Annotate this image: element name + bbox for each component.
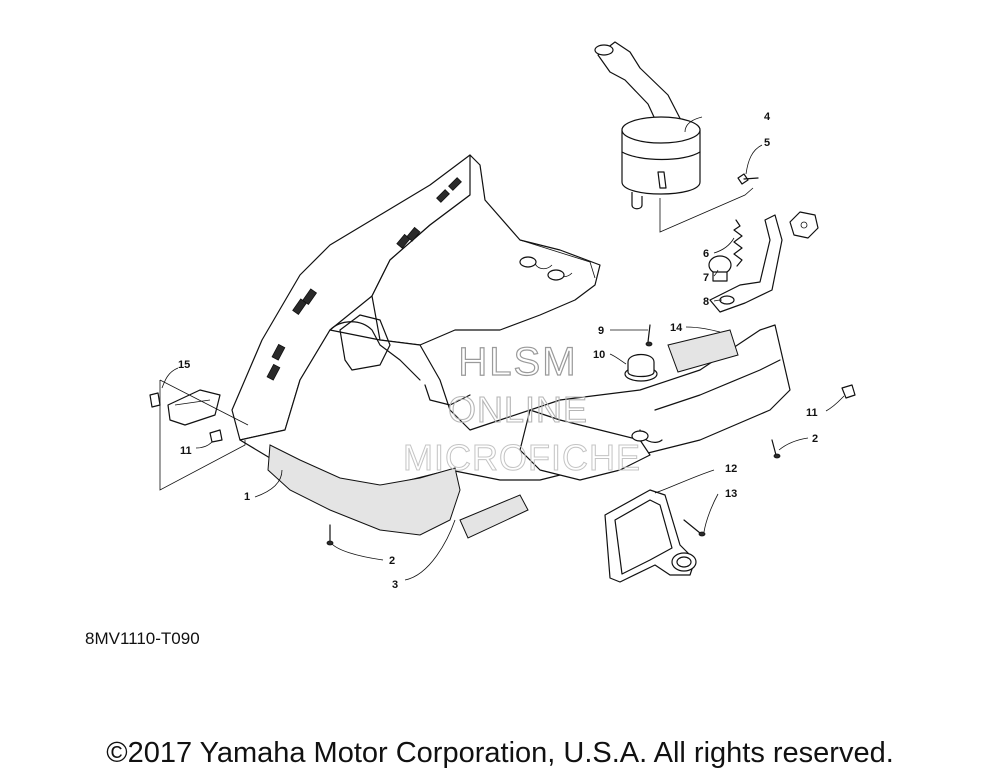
callout-11-left: 11 [180,445,192,457]
heat-shield-part-14 [667,329,739,373]
rubber-mount-part-7 [708,255,732,282]
grommet-part-10 [624,353,658,382]
spring-part-6 [733,219,743,267]
screw-part-11-left [209,429,223,443]
callout-11-right: 11 [806,407,818,419]
callout-14: 14 [670,322,683,334]
protector-plate-part-3 [459,494,529,539]
callout-3: 3 [392,579,398,591]
callout-8: 8 [703,296,709,308]
callout-5: 5 [764,137,770,149]
callout-10: 10 [593,349,605,361]
rivet-part-9 [645,324,653,347]
callout-13: 13 [725,488,737,500]
silencer-part-4 [594,41,701,210]
bracket-guide-lines [159,187,754,491]
callout-labels: 1 2 2 3 4 5 6 7 8 9 10 11 11 12 13 14 15 [178,111,818,591]
bracket-part-8 [709,214,783,313]
callout-2-bottom: 2 [389,555,395,567]
watermark-line-1: HLSM [458,340,577,384]
belly-pan-part-1 [231,154,791,536]
callout-9: 9 [598,325,604,337]
housing-part-12 [604,489,697,583]
callout-2-right: 2 [812,433,818,445]
watermark: HLSM ONLINE MICROFICHE [403,339,641,478]
callout-12: 12 [725,463,737,475]
leader-lines [161,116,845,581]
nut-part-5 [737,173,819,239]
copyright-notice: ©2017 Yamaha Motor Corporation, U.S.A. A… [106,737,894,769]
callout-4: 4 [764,111,771,123]
watermark-line-2: ONLINE [448,389,588,430]
bracket-part-15 [149,389,221,426]
callout-6: 6 [703,248,709,260]
diagram-code: 8MV1110-T090 [85,629,200,648]
screw-part-11-right [841,384,856,399]
callout-7: 7 [703,272,709,284]
callout-1: 1 [244,491,250,503]
rivet-part-2-bottom [326,524,334,546]
rivet-part-2-right [771,439,781,459]
watermark-line-3: MICROFICHE [403,437,641,478]
rivet-part-13 [683,519,706,537]
callout-15: 15 [178,359,190,371]
